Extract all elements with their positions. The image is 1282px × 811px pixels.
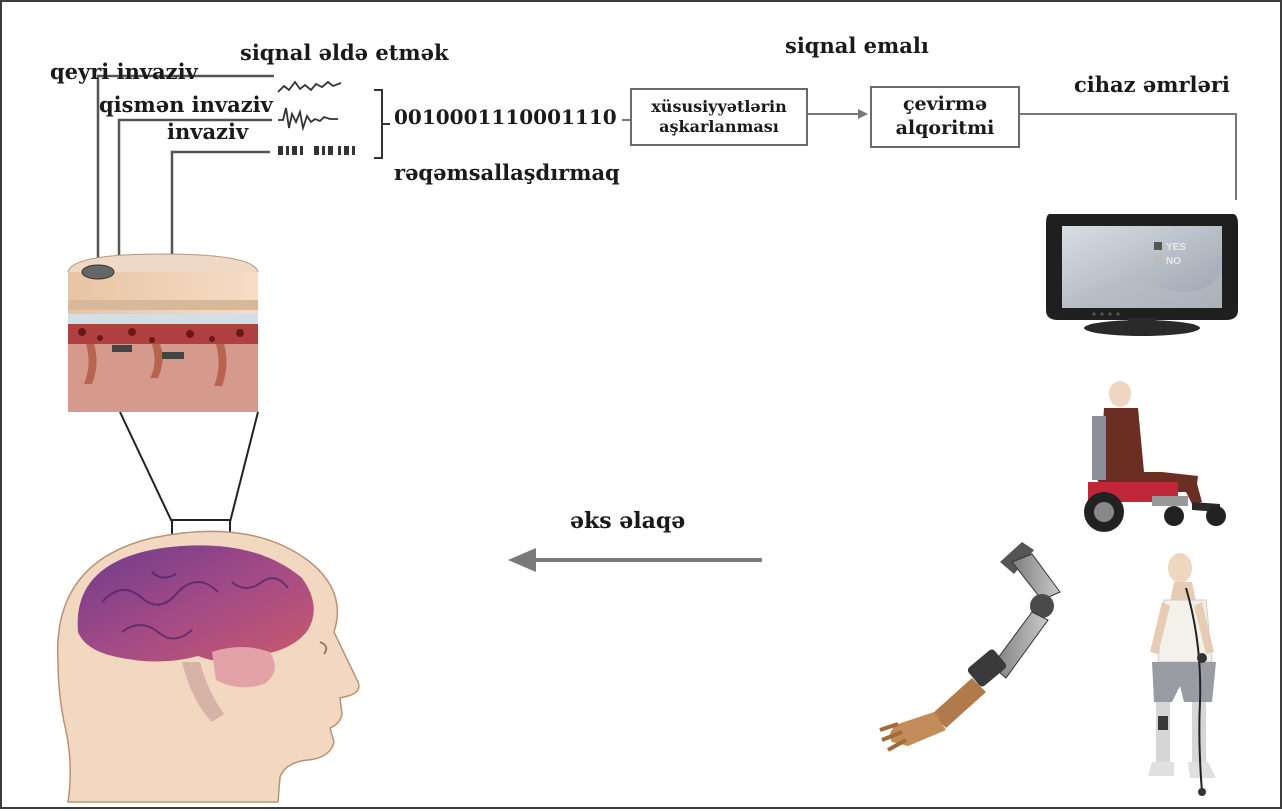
- label-feedback: əks əlaqə: [570, 510, 685, 532]
- label-binary-code: 0010001110001110: [394, 107, 617, 127]
- monitor-no-text: NO: [1166, 256, 1181, 267]
- tissue-block: [68, 254, 258, 412]
- signal-traces: [278, 82, 341, 128]
- box-translation-line2: alqoritmi: [896, 117, 995, 141]
- label-partially-invasive: qismən invaziv: [99, 94, 273, 115]
- label-signal-acquisition: siqnal əldə etmək: [240, 42, 449, 63]
- feedback-arrow: [508, 548, 762, 572]
- label-digitizing: rəqəmsallaşdırmaq: [394, 162, 620, 183]
- head-illustration: [58, 531, 359, 802]
- box-feature-extraction-line2: aşkarlanması: [659, 117, 779, 137]
- label-device-commands: cihaz əmrləri: [1074, 74, 1230, 95]
- eeg-trace: [278, 82, 341, 92]
- walking-person-illustration: [1148, 553, 1216, 796]
- box-feature-extraction-line1: xüsusiyyətlərin: [651, 97, 786, 117]
- pipeline-arrowhead: [858, 109, 868, 119]
- label-invasive: invaziv: [167, 121, 248, 142]
- monitor-illustration: YES NO: [1046, 214, 1238, 336]
- robotic-arm-illustration: [880, 542, 1060, 750]
- monitor-yes-text: YES: [1166, 242, 1186, 253]
- wheelchair-illustration: [1084, 381, 1226, 532]
- box-translation-algorithm: çevirmə alqoritmi: [870, 86, 1020, 148]
- signal-bracket: [374, 90, 390, 158]
- box-translation-line1: çevirmə: [903, 93, 987, 117]
- label-signal-processing: siqnal emalı: [785, 35, 929, 56]
- label-non-invasive: qeyri invaziv: [50, 61, 198, 82]
- box-feature-extraction: xüsusiyyətlərin aşkarlanması: [630, 88, 808, 146]
- spike-trace: [278, 146, 355, 155]
- ecog-trace: [278, 108, 338, 128]
